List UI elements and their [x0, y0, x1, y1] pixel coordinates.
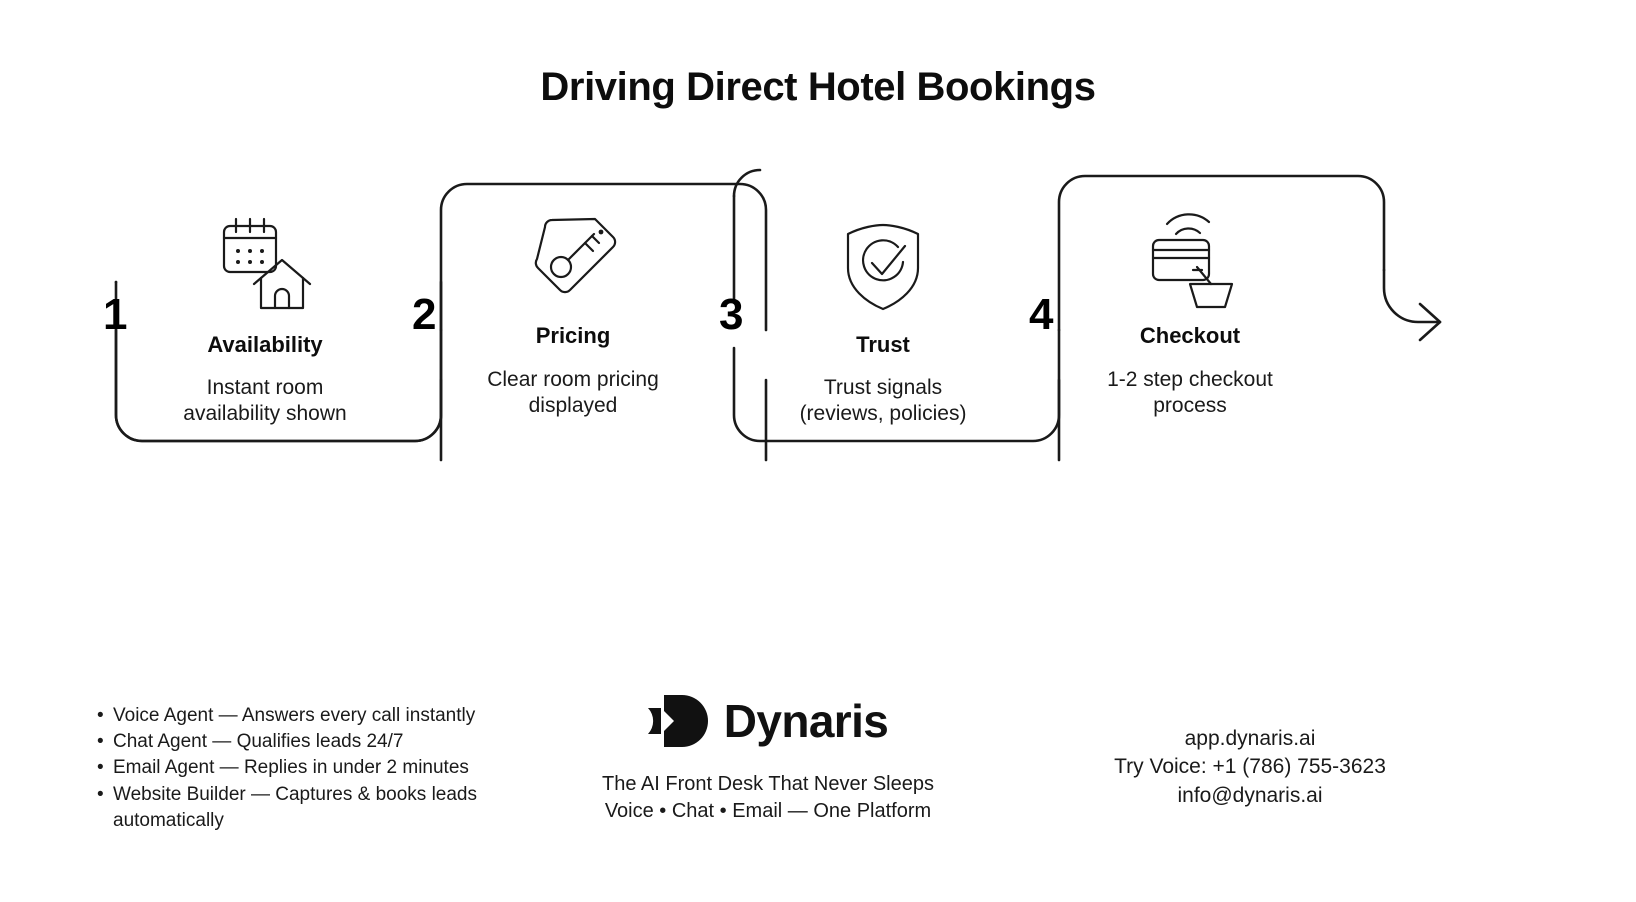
list-item: • Voice Agent — Answers every call insta… — [97, 703, 517, 729]
step-2-description: Clear room pricing displayed — [487, 368, 659, 418]
contactless-card-basket-icon — [1135, 205, 1245, 315]
dynaris-logo-icon — [647, 695, 708, 747]
calendar-house-icon — [210, 210, 320, 320]
shield-check-icon — [828, 210, 938, 320]
step-1-title: Availability — [207, 332, 323, 357]
brand-tagline: The AI Front Desk That Never Sleeps Voic… — [568, 771, 968, 825]
step-3-number: 3 — [719, 290, 744, 339]
step-3-top-left-corner — [732, 168, 762, 198]
feature-text: Voice Agent — Answers every call instant… — [113, 705, 476, 726]
bullet-icon: • — [97, 757, 104, 779]
bullet-icon: • — [97, 731, 104, 753]
step-2-title: Pricing — [535, 323, 611, 348]
brand-name: Dynaris — [723, 695, 889, 747]
brand-tagline-line-1: The AI Front Desk That Never Sleeps — [601, 773, 934, 795]
step-4-number: 4 — [1029, 290, 1054, 339]
step-1-number: 1 — [103, 290, 128, 339]
list-item: • Website Builder — Captures & books lea… — [97, 782, 517, 834]
brand-tagline-line-2: Voice • Chat • Email — One Platform — [604, 800, 932, 822]
step-4-title: Checkout — [1139, 323, 1241, 348]
list-item: • Chat Agent — Qualifies leads 24/7 — [97, 729, 517, 755]
feature-text: Email Agent — Replies in under 2 minutes — [113, 757, 469, 779]
contact-email[interactable]: info@dynaris.ai — [1177, 783, 1323, 807]
feature-text: Chat Agent — Qualifies leads 24/7 — [113, 731, 404, 753]
bullet-icon: • — [97, 705, 104, 726]
contact-phone[interactable]: Try Voice: +1 (786) 755-3623 — [1114, 755, 1386, 779]
contact-website[interactable]: app.dynaris.ai — [1184, 727, 1316, 750]
page-title: Driving Direct Hotel Bookings — [540, 65, 1096, 109]
feature-text: Website Builder — Captures & books leads… — [113, 783, 477, 831]
step-2-number: 2 — [412, 290, 437, 339]
price-tag-key-icon — [518, 205, 628, 315]
flow-end-arrow-shaft — [1382, 268, 1442, 324]
brand-lockup: Dynaris — [568, 690, 968, 752]
brand-block: Dynaris The AI Front Desk That Never Sle… — [568, 690, 968, 825]
step-1-description: Instant room availability shown — [183, 376, 347, 426]
flow-end-arrow-head — [1418, 302, 1442, 342]
contact-block: app.dynaris.ai Try Voice: +1 (786) 755-3… — [1085, 725, 1415, 810]
bullet-icon: • — [97, 783, 104, 805]
step-3-description: Trust signals (reviews, policies) — [799, 376, 967, 426]
step-3-title: Trust — [856, 332, 910, 357]
step-4-description: 1-2 step checkout process — [1107, 368, 1273, 418]
list-item: • Email Agent — Replies in under 2 minut… — [97, 755, 517, 781]
feature-list: • Voice Agent — Answers every call insta… — [97, 703, 517, 834]
